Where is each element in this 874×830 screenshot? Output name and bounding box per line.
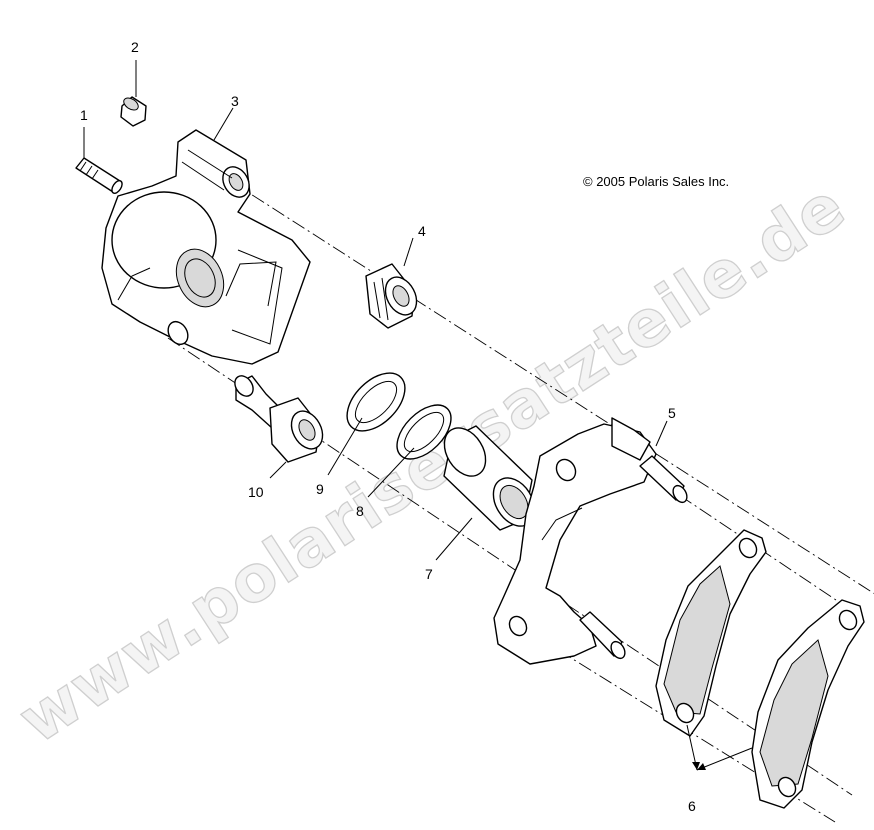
callout-5: 5 [668, 405, 676, 421]
callout-6: 6 [688, 798, 696, 814]
callout-4: 4 [418, 223, 426, 239]
part-3-caliper-body [101, 129, 311, 365]
callout-8: 8 [356, 503, 364, 519]
part-4-guide-boot [365, 263, 418, 329]
part-6-brake-pads [655, 529, 865, 809]
callout-3: 3 [231, 93, 239, 109]
part-2-bleeder-cap [120, 96, 147, 127]
part-1-bleeder-screw [75, 157, 123, 194]
part-5-caliper-bracket [493, 417, 688, 665]
part-7-piston [443, 425, 536, 531]
callout-2: 2 [131, 39, 139, 55]
copyright-notice: © 2005 Polaris Sales Inc. [583, 174, 729, 189]
leader-lines [83, 60, 753, 771]
callout-9: 9 [316, 481, 324, 497]
callout-numbers: 1 2 3 4 5 6 7 8 9 10 [80, 39, 696, 814]
callout-1: 1 [80, 107, 88, 123]
part-9-piston-seal [346, 372, 406, 432]
callout-7: 7 [425, 566, 433, 582]
part-8-dust-seal [396, 404, 452, 460]
part-10-guide-pin [234, 375, 324, 463]
callout-10: 10 [248, 484, 264, 500]
